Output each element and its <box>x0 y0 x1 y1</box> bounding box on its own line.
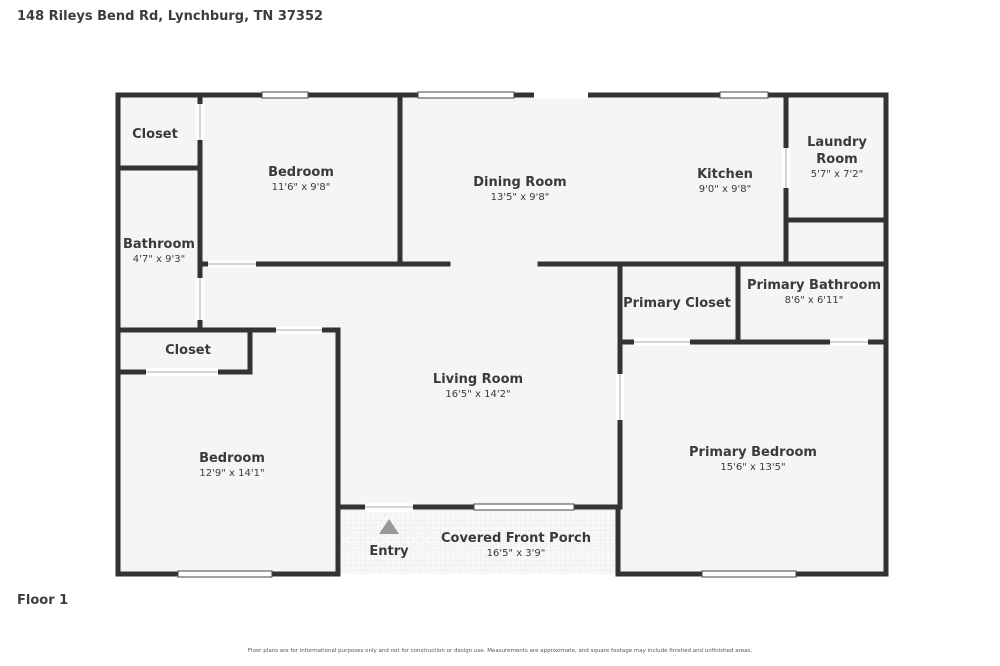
covered-front-porch-name: Covered Front Porch <box>441 531 591 546</box>
window-living-porch <box>473 503 575 511</box>
bedroom-1-dims: 11'6" x 9'8" <box>272 182 331 193</box>
living-room-name: Living Room <box>433 372 523 387</box>
property-address: 148 Rileys Bend Rd, Lynchburg, TN 37352 <box>17 9 324 24</box>
dining-room-name: Dining Room <box>473 175 566 190</box>
window-primary-bedroom <box>701 570 797 578</box>
porch-floor <box>340 508 616 574</box>
bathroom-dims: 4'7" x 9'3" <box>133 254 185 265</box>
entry-arrow-icon <box>379 519 399 534</box>
window-kitchen <box>719 91 769 99</box>
laundry-room-name-line2: Room <box>816 152 857 167</box>
house-floor <box>118 95 886 574</box>
closet-left-name: Closet <box>165 343 211 358</box>
covered-front-porch-dims: 16'5" x 3'9" <box>487 548 546 559</box>
window-bedroom2 <box>177 570 273 578</box>
window-bedroom1 <box>261 91 309 99</box>
windows <box>177 91 797 578</box>
primary-bathroom-dims: 8'6" x 6'11" <box>785 295 844 306</box>
floor-label: Floor 1 <box>17 593 69 608</box>
primary-closet-name: Primary Closet <box>623 296 731 311</box>
disclaimer-text: Floor plans are for informational purpos… <box>247 648 753 654</box>
closet-top-left-name: Closet <box>132 127 178 142</box>
laundry-room-dims: 5'7" x 7'2" <box>811 169 863 180</box>
bedroom-2-name: Bedroom <box>199 451 265 466</box>
dining-room-dims: 13'5" x 9'8" <box>491 192 550 203</box>
window-dining <box>417 91 515 99</box>
laundry-room-name-line1: Laundry <box>807 135 867 150</box>
bedroom-1-name: Bedroom <box>268 165 334 180</box>
kitchen-dims: 9'0" x 9'8" <box>699 184 751 195</box>
primary-bathroom-name: Primary Bathroom <box>747 278 881 293</box>
entry-name: Entry <box>369 544 409 559</box>
bedroom-2-dims: 12'9" x 14'1" <box>199 468 264 479</box>
primary-bedroom-name: Primary Bedroom <box>689 445 817 460</box>
kitchen-name: Kitchen <box>697 167 753 182</box>
primary-bedroom-dims: 15'6" x 13'5" <box>720 462 785 473</box>
bathroom-name: Bathroom <box>123 237 195 252</box>
living-room-dims: 16'5" x 14'2" <box>445 389 510 400</box>
